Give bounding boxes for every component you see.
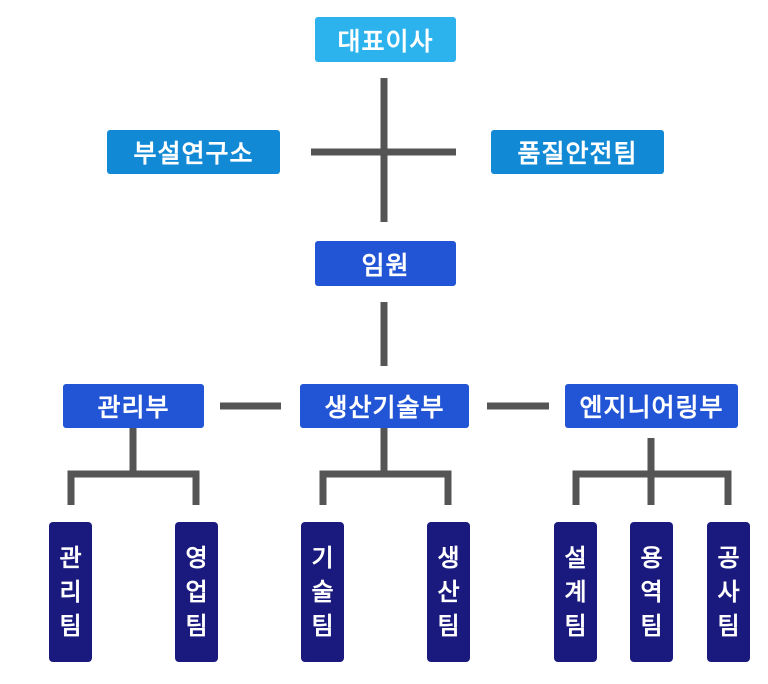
- engineering-dept-box: 엔지니어링부: [565, 384, 738, 428]
- design-team-box: 설 계 팀: [554, 522, 597, 662]
- team-char: 계: [564, 578, 587, 606]
- team-char: 팀: [59, 612, 82, 640]
- production-dept-box: 생산기술부: [300, 384, 469, 428]
- production-dept-label: 생산기술부: [324, 393, 445, 422]
- service-team-box: 용 역 팀: [630, 522, 673, 662]
- management-dept-box: 관리부: [63, 384, 204, 428]
- production-branch-bracket: [319, 470, 452, 505]
- team-char: 사: [717, 578, 740, 606]
- research-lab-label: 부설연구소: [133, 139, 254, 168]
- team-char: 용: [640, 544, 663, 572]
- team-char: 관: [59, 544, 82, 572]
- engineering-dept-label: 엔지니어링부: [579, 393, 724, 422]
- engineering-branch-bracket: [572, 470, 732, 505]
- team-char: 팀: [564, 612, 587, 640]
- construction-team-box: 공 사 팀: [707, 522, 750, 662]
- executives-box: 임원: [315, 241, 456, 286]
- team-char: 팀: [640, 612, 663, 640]
- production-team-box: 생 산 팀: [427, 522, 470, 662]
- team-char: 팀: [437, 612, 460, 640]
- team-char: 공: [717, 544, 740, 572]
- team-char: 팀: [717, 612, 740, 640]
- team-char: 영: [185, 544, 208, 572]
- team-char: 리: [59, 578, 82, 606]
- research-lab-box: 부설연구소: [107, 130, 280, 174]
- team-char: 업: [185, 578, 208, 606]
- executives-label: 임원: [361, 250, 410, 280]
- ceo-box: 대표이사: [315, 17, 456, 62]
- management-dept-label: 관리부: [97, 393, 170, 422]
- team-char: 생: [437, 544, 460, 572]
- management-team-box: 관 리 팀: [49, 522, 92, 662]
- team-char: 설: [564, 544, 587, 572]
- technology-team-box: 기 술 팀: [301, 522, 344, 662]
- team-char: 술: [311, 578, 334, 606]
- management-branch-bracket: [67, 470, 200, 505]
- team-char: 팀: [185, 612, 208, 640]
- team-char: 역: [640, 578, 663, 606]
- team-char: 산: [437, 578, 460, 606]
- team-char: 기: [311, 544, 334, 572]
- quality-safety-label: 품질안전팀: [517, 139, 638, 168]
- sales-team-box: 영 업 팀: [175, 522, 218, 662]
- ceo-label: 대표이사: [337, 26, 434, 56]
- quality-safety-box: 품질안전팀: [491, 130, 664, 174]
- team-char: 팀: [311, 612, 334, 640]
